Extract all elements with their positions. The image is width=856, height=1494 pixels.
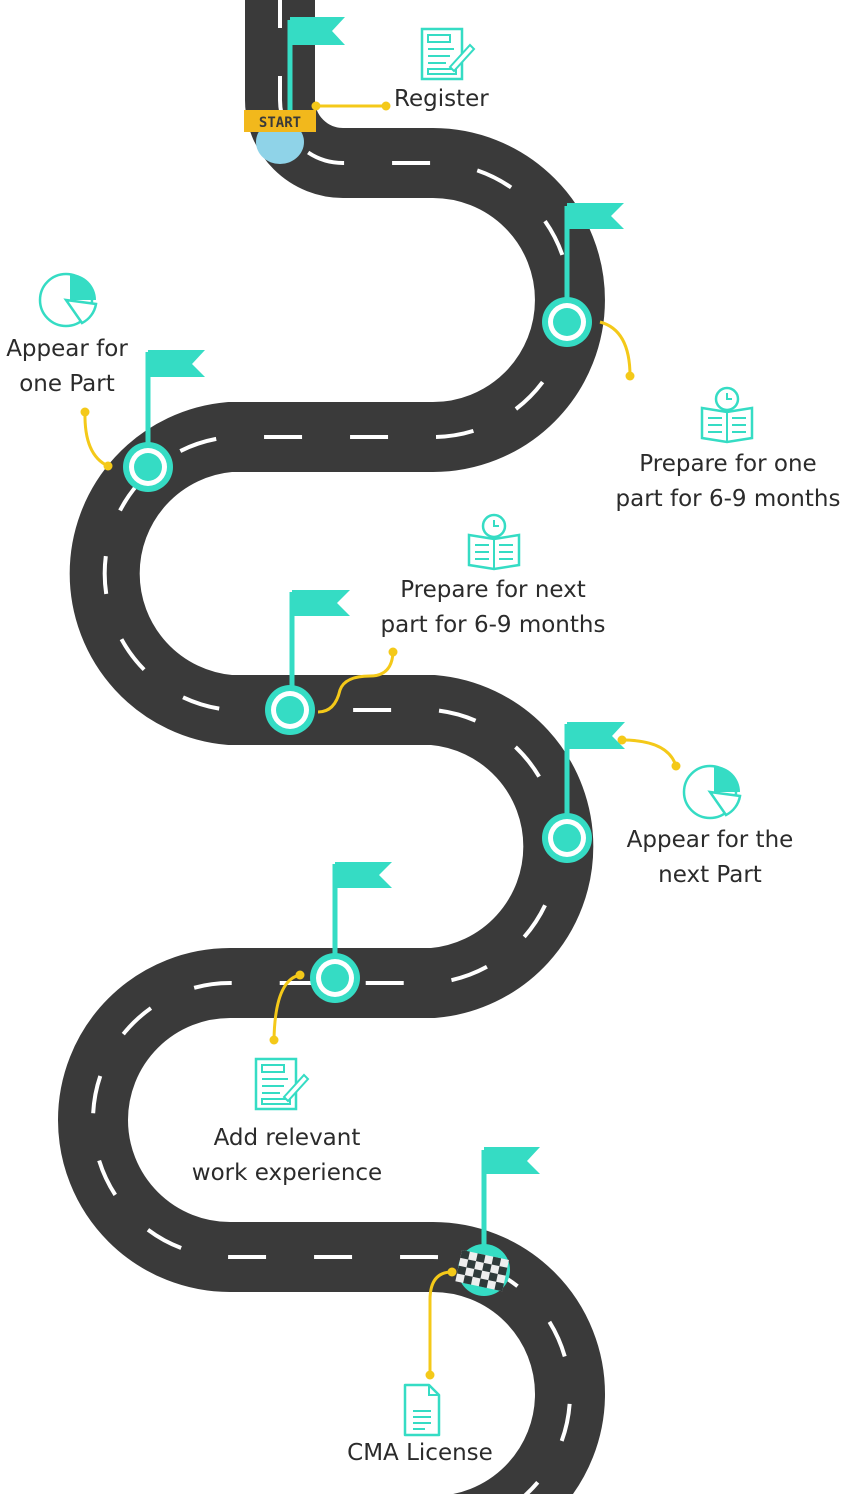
flag-icon bbox=[484, 1147, 540, 1174]
finish-milestone bbox=[455, 1147, 540, 1296]
label-line: Appear for the bbox=[626, 827, 794, 853]
step-label-appear-next: Appear for the next Part bbox=[610, 823, 810, 893]
step-label-register: Register bbox=[394, 82, 489, 117]
document-icon bbox=[403, 1383, 441, 1437]
road-lane-markings bbox=[91, 0, 572, 1494]
label-line: Prepare for one bbox=[639, 451, 817, 477]
milestone-3 bbox=[265, 590, 350, 735]
flag-icon bbox=[567, 722, 625, 749]
step-label-prepare-one: Prepare for one part for 6-9 months bbox=[603, 447, 853, 517]
checkered-flag-icon bbox=[455, 1250, 509, 1292]
label-line: Appear for bbox=[6, 336, 128, 362]
flag-icon bbox=[567, 203, 624, 229]
label-line: one Part bbox=[19, 371, 115, 397]
pie-chart-icon bbox=[682, 764, 742, 820]
flag-icon bbox=[292, 590, 350, 616]
start-flag-icon bbox=[290, 17, 345, 45]
label-line: Prepare for next bbox=[400, 577, 586, 603]
milestone-5 bbox=[310, 862, 392, 1003]
pie-chart-icon bbox=[38, 272, 98, 328]
step-label-work-experience: Add relevant work experience bbox=[172, 1121, 402, 1191]
label-line: Register bbox=[394, 86, 489, 112]
label-line: part for 6-9 months bbox=[615, 486, 841, 512]
label-line: part for 6-9 months bbox=[380, 612, 606, 638]
flag-icon bbox=[148, 350, 205, 377]
milestone-4 bbox=[542, 722, 625, 863]
book-clock-icon bbox=[467, 513, 521, 571]
start-banner-text: START bbox=[259, 115, 301, 131]
form-pencil-icon bbox=[420, 27, 476, 81]
milestone-2 bbox=[123, 350, 205, 492]
step-label-cma-license: CMA License bbox=[330, 1436, 510, 1471]
start-banner bbox=[244, 110, 316, 132]
label-line: next Part bbox=[658, 862, 762, 888]
label-line: CMA License bbox=[347, 1440, 493, 1466]
book-clock-icon bbox=[700, 386, 754, 444]
step-label-prepare-next: Prepare for next part for 6-9 months bbox=[368, 573, 618, 643]
label-line: work experience bbox=[191, 1160, 383, 1186]
form-pencil-icon bbox=[254, 1057, 310, 1111]
label-line: Add relevant bbox=[213, 1125, 361, 1151]
milestone-1 bbox=[542, 203, 624, 347]
step-label-appear-one: Appear for one Part bbox=[0, 332, 134, 402]
flag-icon bbox=[335, 862, 392, 888]
